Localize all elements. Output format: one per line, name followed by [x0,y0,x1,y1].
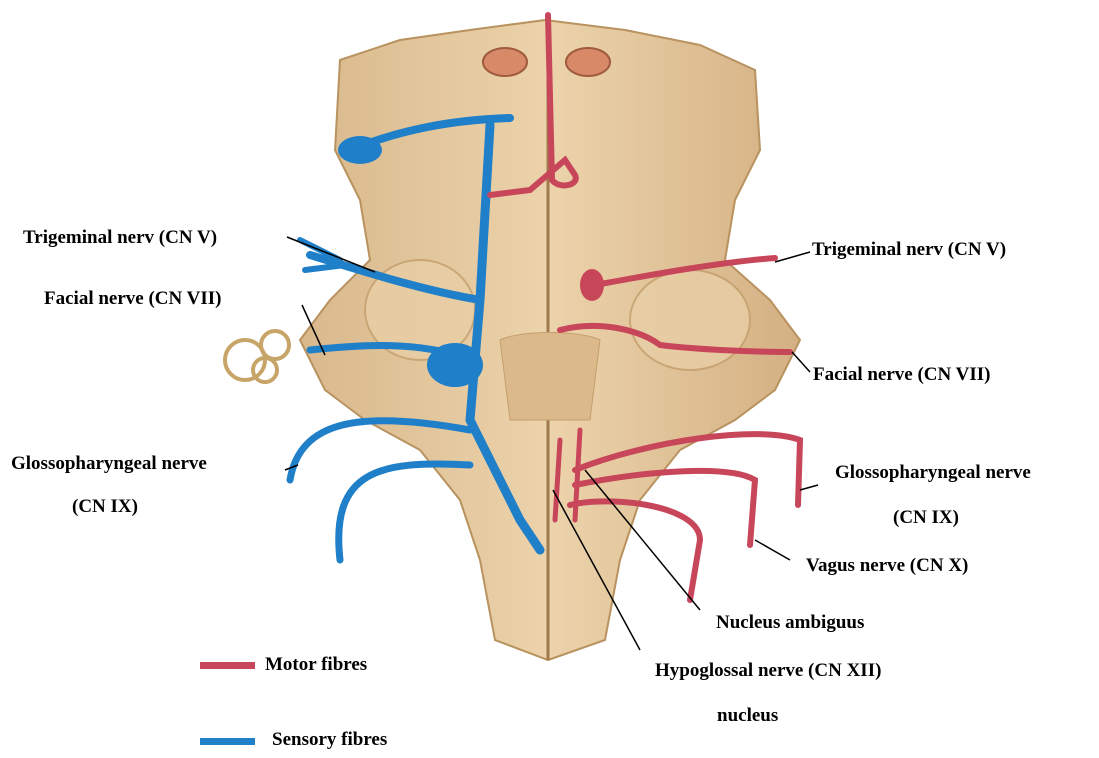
legend-sensory-swatch [200,738,255,745]
label-trigeminal-left: Trigeminal nerv (CN V) [23,228,217,247]
label-facial-left: Facial nerve (CN VII) [44,289,221,308]
label-hypoglossal-nucleus: nucleus [717,706,778,725]
legend-sensory-label: Sensory fibres [272,730,387,749]
legend-motor-label: Motor fibres [265,655,367,674]
legend-motor-swatch [200,662,255,669]
label-vagus: Vagus nerve (CN X) [806,556,968,575]
label-glossopharyngeal-left-cn: (CN IX) [72,497,138,516]
label-glossopharyngeal-left: Glossopharyngeal nerve [11,454,207,473]
label-glossopharyngeal-right: Glossopharyngeal nerve [835,463,1031,482]
label-trigeminal-right: Trigeminal nerv (CN V) [812,240,1006,259]
label-hypoglossal: Hypoglossal nerve (CN XII) [655,661,881,680]
label-glossopharyngeal-right-cn: (CN IX) [893,508,959,527]
label-nucleus-ambiguus: Nucleus ambiguus [716,613,864,632]
label-facial-right: Facial nerve (CN VII) [813,365,990,384]
cochlea-shape [225,331,289,382]
